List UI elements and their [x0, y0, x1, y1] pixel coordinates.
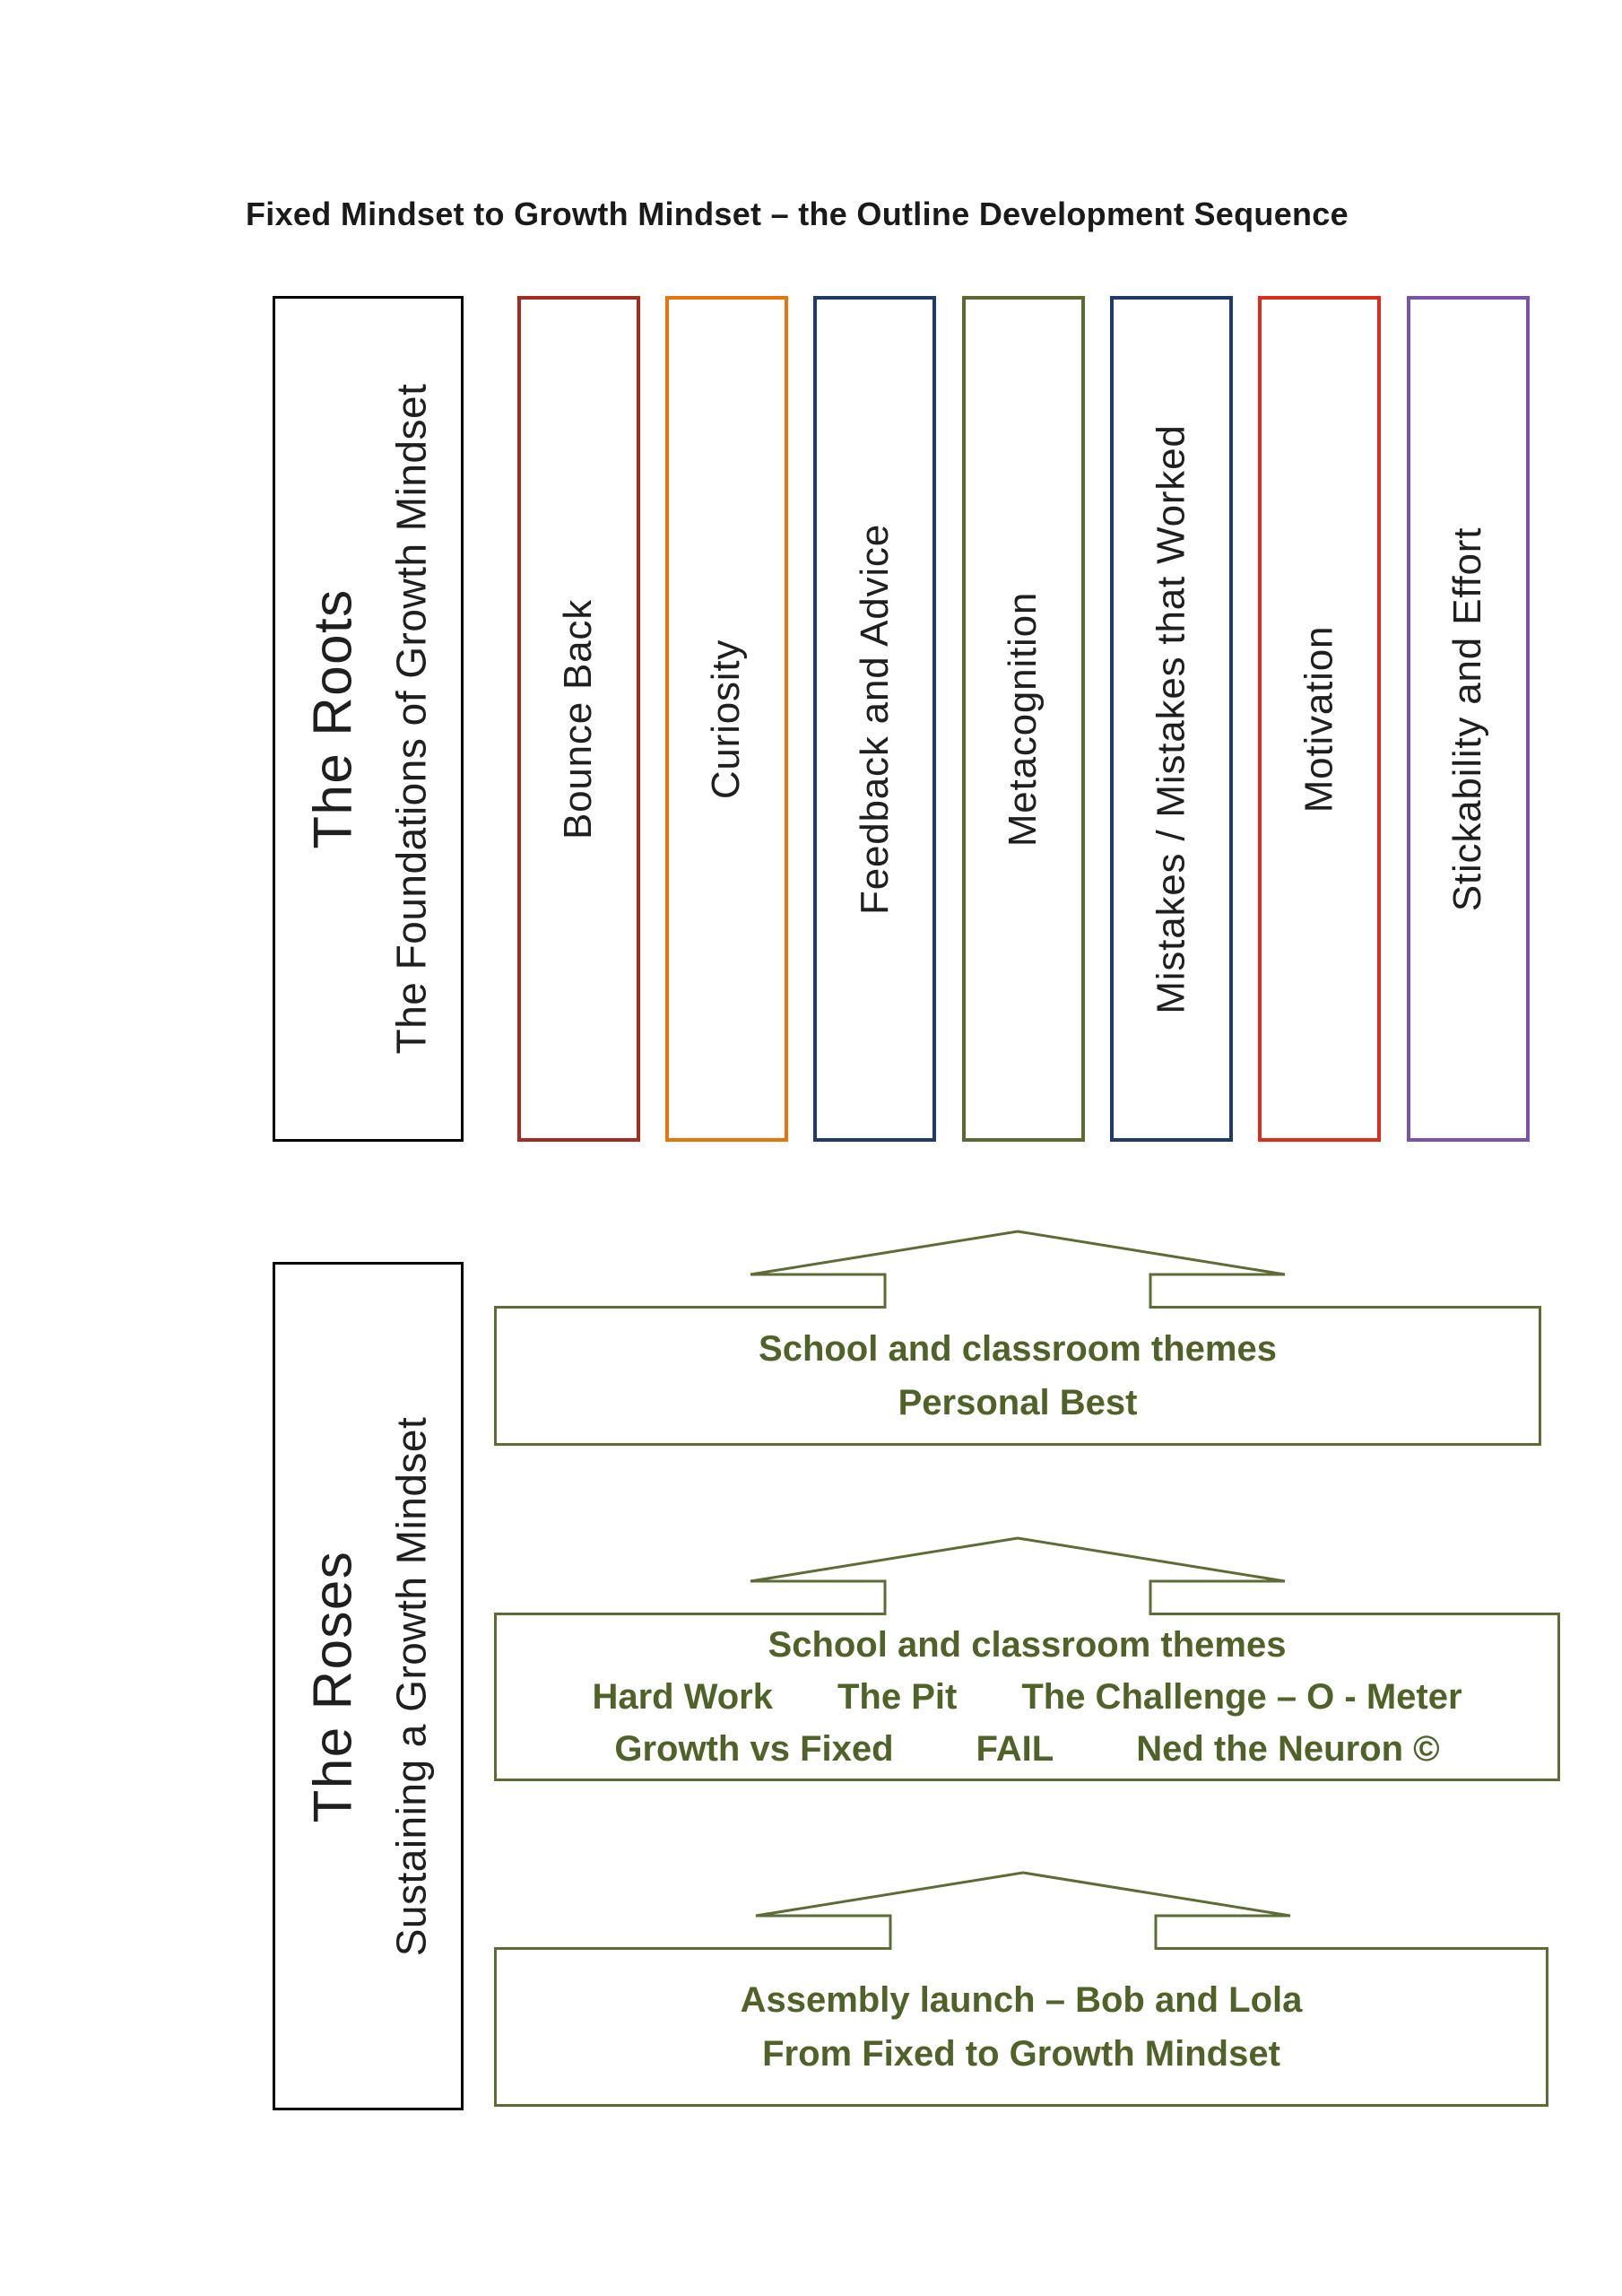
column-label-curiosity: Curiosity	[704, 639, 749, 799]
stage2-item-the-pit: The Pit	[837, 1677, 958, 1717]
up-arrow-2	[750, 1536, 1286, 1615]
column-label-mistakes: Mistakes / Mistakes that Worked	[1149, 423, 1193, 1014]
stage-box-assembly-launch: Assembly launch – Bob and Lola From Fixe…	[494, 1947, 1548, 2107]
stage2-row3: Growth vs Fixed FAIL Ned the Neuron ©	[614, 1726, 1439, 1771]
up-arrow-shape	[755, 1871, 1291, 1950]
up-arrow-3	[755, 1871, 1291, 1950]
stage2-item-ned-the-neuron: Ned the Neuron ©	[1136, 1729, 1440, 1769]
stage2-line1: School and classroom themes	[768, 1625, 1287, 1665]
column-motivation: Motivation	[1258, 296, 1381, 1142]
roses-box: The Roses Sustaining a Growth Mindset	[273, 1262, 464, 2110]
stage1-line2: Personal Best	[898, 1383, 1138, 1422]
stage3-line2: From Fixed to Growth Mindset	[762, 2034, 1280, 2074]
column-curiosity: Curiosity	[665, 296, 788, 1142]
up-arrow-shape	[750, 1230, 1286, 1309]
stage2-row2: Hard Work The Pit The Challenge – O - Me…	[592, 1674, 1462, 1719]
roses-subheading: Sustaining a Growth Mindset	[387, 1416, 435, 1956]
column-label-metacognition: Metacognition	[1001, 591, 1045, 847]
roses-heading: The Roses	[302, 1550, 363, 1822]
up-arrow-shape	[750, 1536, 1286, 1615]
roots-box: The Roots The Foundations of Growth Mind…	[273, 296, 464, 1142]
column-metacognition: Metacognition	[962, 296, 1085, 1142]
stage-box-classroom-themes: School and classroom themes Hard Work Th…	[494, 1613, 1560, 1781]
column-feedback-and-advice: Feedback and Advice	[813, 296, 936, 1142]
column-label-stickability-and-effort: Stickability and Effort	[1445, 526, 1490, 911]
stage1-line1: School and classroom themes	[759, 1329, 1277, 1369]
up-arrow-1	[750, 1230, 1286, 1309]
stage2-item-hard-work: Hard Work	[592, 1677, 773, 1717]
column-stickability-and-effort: Stickability and Effort	[1407, 296, 1530, 1142]
stage2-item-challenge-o-meter: The Challenge – O - Meter	[1021, 1677, 1462, 1717]
roses-rotated-text: The Roses Sustaining a Growth Mindset	[301, 1416, 435, 1956]
roots-heading: The Roots	[302, 588, 363, 849]
column-label-feedback-and-advice: Feedback and Advice	[852, 523, 897, 915]
stage3-line1: Assembly launch – Bob and Lola	[740, 1980, 1303, 2020]
column-label-motivation: Motivation	[1297, 625, 1341, 813]
column-mistakes: Mistakes / Mistakes that Worked	[1110, 296, 1233, 1142]
column-bounce-back: Bounce Back	[517, 296, 640, 1142]
roots-subheading: The Foundations of Growth Mindset	[387, 383, 435, 1055]
roots-rotated-text: The Roots The Foundations of Growth Mind…	[301, 384, 435, 1055]
stage2-item-growth-vs-fixed: Growth vs Fixed	[614, 1729, 894, 1769]
stage-box-personal-best: School and classroom themes Personal Bes…	[494, 1306, 1541, 1446]
stage2-item-fail: FAIL	[976, 1729, 1054, 1769]
column-label-bounce-back: Bounce Back	[556, 598, 601, 839]
diagram-title: Fixed Mindset to Growth Mindset – the Ou…	[246, 196, 1349, 232]
